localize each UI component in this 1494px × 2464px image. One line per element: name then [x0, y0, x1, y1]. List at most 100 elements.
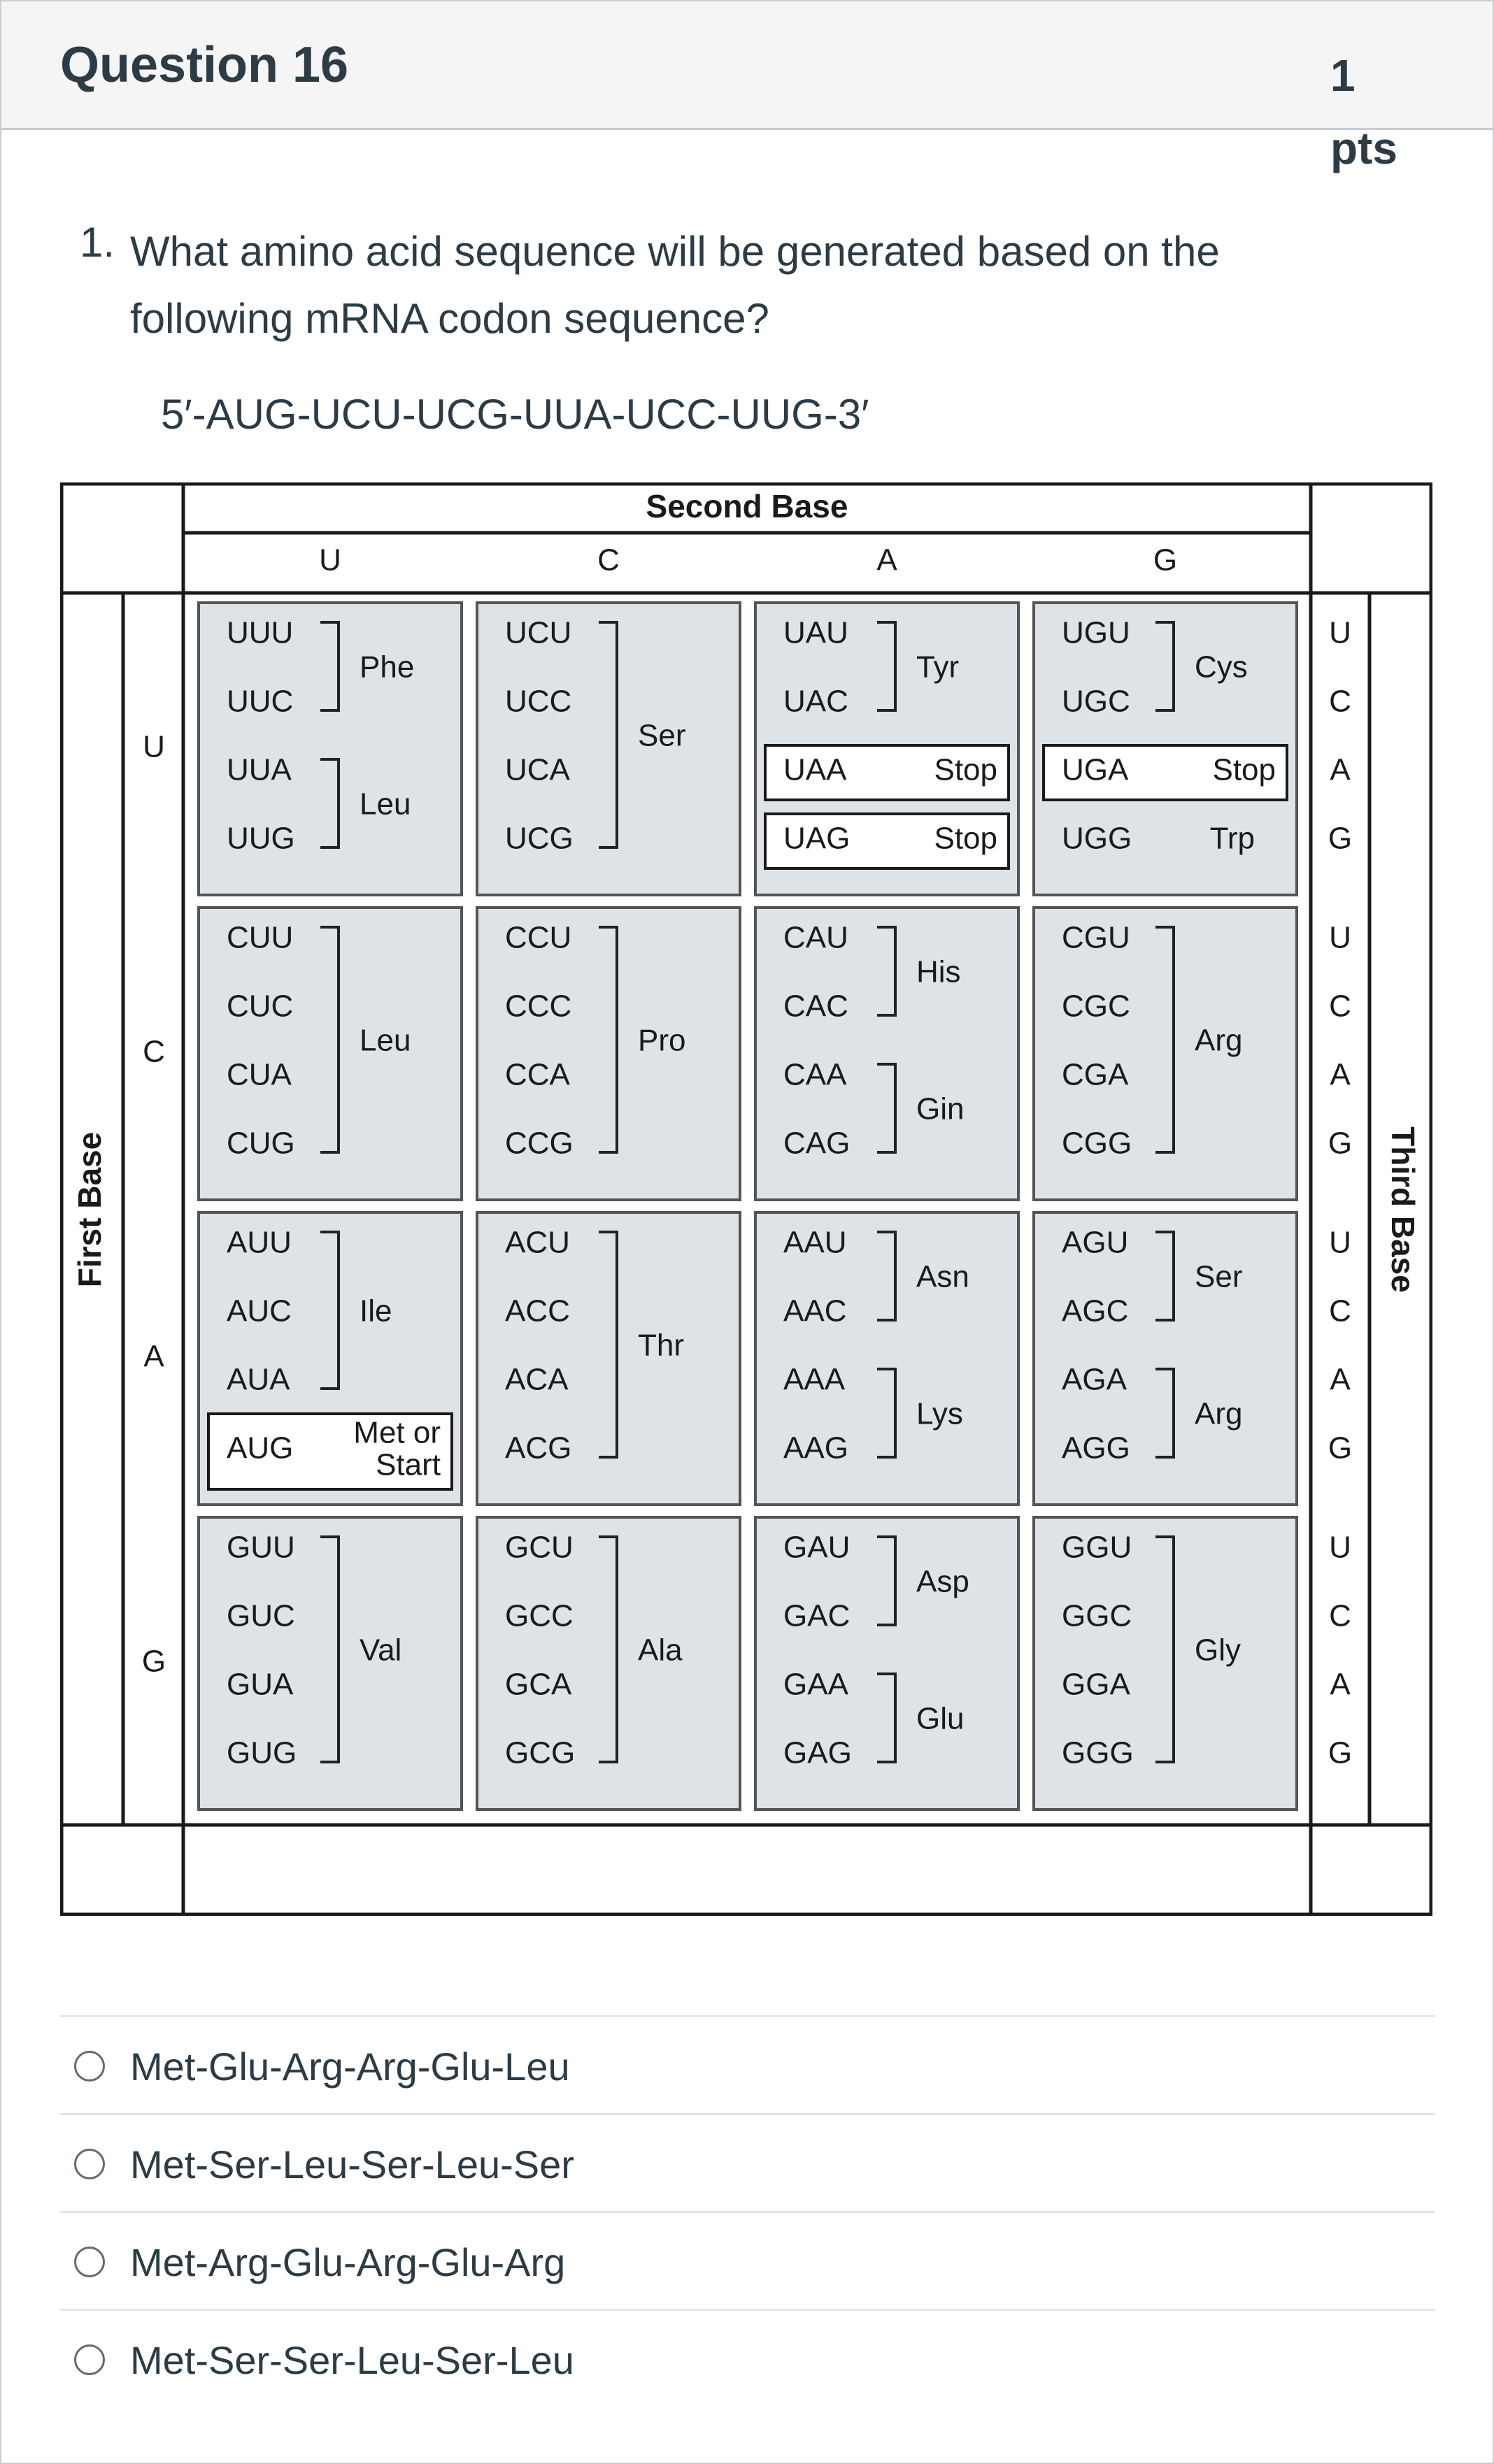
- answer-option[interactable]: Met-Glu-Arg-Arg-Glu-Leu: [60, 2015, 1435, 2113]
- codon-label: UAG: [783, 822, 850, 856]
- amino-acid-label: Ser: [638, 719, 685, 753]
- codon-label: GGG: [1062, 1736, 1134, 1770]
- codon-label: UCA: [505, 753, 571, 787]
- codon-label: AUU: [227, 1226, 292, 1260]
- third-base-letter: C: [1329, 1294, 1351, 1328]
- bracket: [877, 621, 897, 712]
- radio-button[interactable]: [74, 2051, 105, 2082]
- third-base-letter: A: [1330, 753, 1351, 787]
- answer-option[interactable]: Met-Ser-Leu-Ser-Leu-Ser: [60, 2113, 1435, 2211]
- codon-label: GUG: [227, 1736, 297, 1770]
- codon-label: CCU: [505, 921, 571, 955]
- third-base-letter: U: [1329, 616, 1351, 650]
- codon-label: GGC: [1062, 1599, 1132, 1633]
- stop-codon-box: [764, 812, 1010, 870]
- bracket: [1155, 621, 1175, 712]
- codon-label: UGG: [1062, 822, 1132, 856]
- amino-acid-label: Start: [376, 1448, 441, 1482]
- codon-label: UCG: [505, 822, 574, 856]
- amino-acid-label: Gin: [916, 1092, 964, 1126]
- codon-label: CGC: [1062, 989, 1130, 1024]
- third-base-letter: C: [1329, 685, 1351, 719]
- bracket: [599, 1231, 618, 1459]
- third-base-letter: U: [1329, 921, 1351, 955]
- codon-label: UCU: [505, 616, 571, 650]
- question-title: Question 16: [60, 37, 349, 93]
- first-base-letter: G: [142, 1645, 166, 1679]
- codon-label: AAG: [783, 1431, 848, 1466]
- codon-label: AGG: [1062, 1431, 1130, 1466]
- amino-acid-label: Cys: [1195, 650, 1248, 685]
- codon-label: CUG: [227, 1126, 295, 1161]
- amino-acid-label: Stop: [1212, 753, 1276, 787]
- bracket: [320, 1231, 340, 1390]
- codon-label: GGA: [1062, 1668, 1130, 1702]
- start-codon-box: [207, 1412, 453, 1491]
- amino-acid-label: Stop: [934, 753, 997, 787]
- codon-label: AUA: [227, 1363, 290, 1397]
- answer-option-label: Met-Ser-Ser-Leu-Ser-Leu: [130, 2338, 574, 2382]
- bracket: [877, 1672, 897, 1763]
- question-number: 1.: [80, 219, 115, 266]
- bracket: [1155, 926, 1175, 1154]
- codon-label: CCC: [505, 989, 571, 1024]
- amino-acid-label: Ala: [638, 1633, 683, 1668]
- codon-label: UGA: [1062, 753, 1129, 787]
- bracket: [599, 1535, 618, 1763]
- codon-label: GCG: [505, 1736, 575, 1770]
- bracket: [320, 621, 340, 712]
- answer-option-label: Met-Ser-Leu-Ser-Leu-Ser: [130, 2142, 574, 2186]
- codon-label: GCA: [505, 1668, 572, 1702]
- third-base-letter: A: [1330, 1668, 1351, 1702]
- bracket: [320, 926, 340, 1154]
- codon-label: AUG: [227, 1431, 293, 1466]
- radio-button[interactable]: [74, 2344, 105, 2375]
- codon-label: UAU: [783, 616, 848, 650]
- codon-label: ACC: [505, 1294, 570, 1328]
- codon-label: CUA: [227, 1058, 292, 1092]
- mrna-sequence: 5′-AUG-UCU-UCG-UUA-UCC-UUG-3′: [161, 391, 869, 438]
- codon-label: GUU: [227, 1531, 295, 1565]
- codon-label: AAA: [783, 1363, 846, 1397]
- amino-acid-label: Glu: [916, 1702, 964, 1736]
- codon-label: ACA: [505, 1363, 569, 1397]
- codon-label: AUC: [227, 1294, 292, 1328]
- radio-button[interactable]: [74, 2149, 105, 2179]
- radio-button[interactable]: [74, 2247, 105, 2277]
- answer-option[interactable]: Met-Ser-Ser-Leu-Ser-Leu: [60, 2309, 1435, 2407]
- answer-option-label: Met-Arg-Glu-Arg-Glu-Arg: [130, 2240, 566, 2284]
- codon-label: AGU: [1062, 1226, 1128, 1260]
- third-base-letter: G: [1328, 1126, 1352, 1161]
- answer-option-label: Met-Glu-Arg-Arg-Glu-Leu: [130, 2044, 570, 2089]
- amino-acid-label: Arg: [1195, 1397, 1242, 1431]
- answer-option[interactable]: Met-Arg-Glu-Arg-Glu-Arg: [60, 2211, 1435, 2309]
- third-base-letter: G: [1328, 1736, 1352, 1770]
- codon-label: AAC: [783, 1294, 846, 1328]
- amino-acid-label: Pro: [638, 1024, 685, 1058]
- third-base-letter: A: [1330, 1058, 1351, 1092]
- amino-acid-label: Leu: [360, 1024, 411, 1058]
- third-base-letter: C: [1329, 989, 1351, 1024]
- codon-label: GUC: [227, 1599, 295, 1633]
- codon-label: CAG: [783, 1126, 850, 1161]
- codon-label: UUC: [227, 685, 293, 719]
- amino-acid-label: Leu: [360, 787, 411, 822]
- second-base-label: Second Base: [646, 488, 848, 524]
- codon-label: ACG: [505, 1431, 571, 1466]
- points-label: 1 pts: [1330, 50, 1397, 173]
- second-base-letter: U: [319, 543, 341, 578]
- amino-acid-label: His: [916, 955, 961, 989]
- codon-label: AAU: [783, 1226, 846, 1260]
- first-base-letter: A: [143, 1340, 164, 1374]
- codon-label: UGU: [1062, 616, 1130, 650]
- bracket: [1155, 1231, 1175, 1321]
- codon-label: CAU: [783, 921, 848, 955]
- bracket: [1155, 1535, 1175, 1763]
- codon-label: ACU: [505, 1226, 570, 1260]
- bracket: [599, 926, 618, 1154]
- codon-label: GAC: [783, 1599, 850, 1633]
- third-base-letter: U: [1329, 1531, 1351, 1565]
- codon-label: GCU: [505, 1531, 574, 1565]
- bracket: [877, 1231, 897, 1321]
- third-base-letter: U: [1329, 1226, 1351, 1260]
